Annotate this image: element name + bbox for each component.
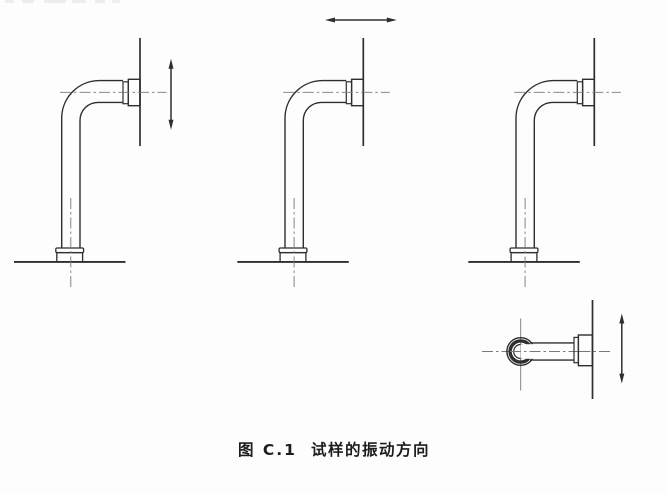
vertical-double-arrow-icon (168, 58, 174, 130)
horizontal-double-arrow-icon (325, 17, 397, 23)
scan-artifact (44, 0, 66, 3)
scan-artifact (112, 0, 120, 3)
vertical-double-arrow-icon (619, 313, 625, 384)
specimen-front-view-3 (467, 37, 622, 291)
figure-caption-title: 试样的振动方向 (310, 441, 430, 459)
figure-caption-label: 图 C.1 (238, 441, 297, 459)
specimen-front-view-1 (13, 37, 174, 291)
specimen-front-view-2 (236, 17, 397, 291)
scan-artifact (5, 0, 14, 3)
figure-caption: 图 C.1 试样的振动方向 (0, 438, 668, 460)
scan-artifact (22, 0, 34, 3)
scan-artifact (95, 0, 105, 3)
specimen-side-view (482, 300, 625, 399)
scan-artifact (72, 0, 86, 3)
